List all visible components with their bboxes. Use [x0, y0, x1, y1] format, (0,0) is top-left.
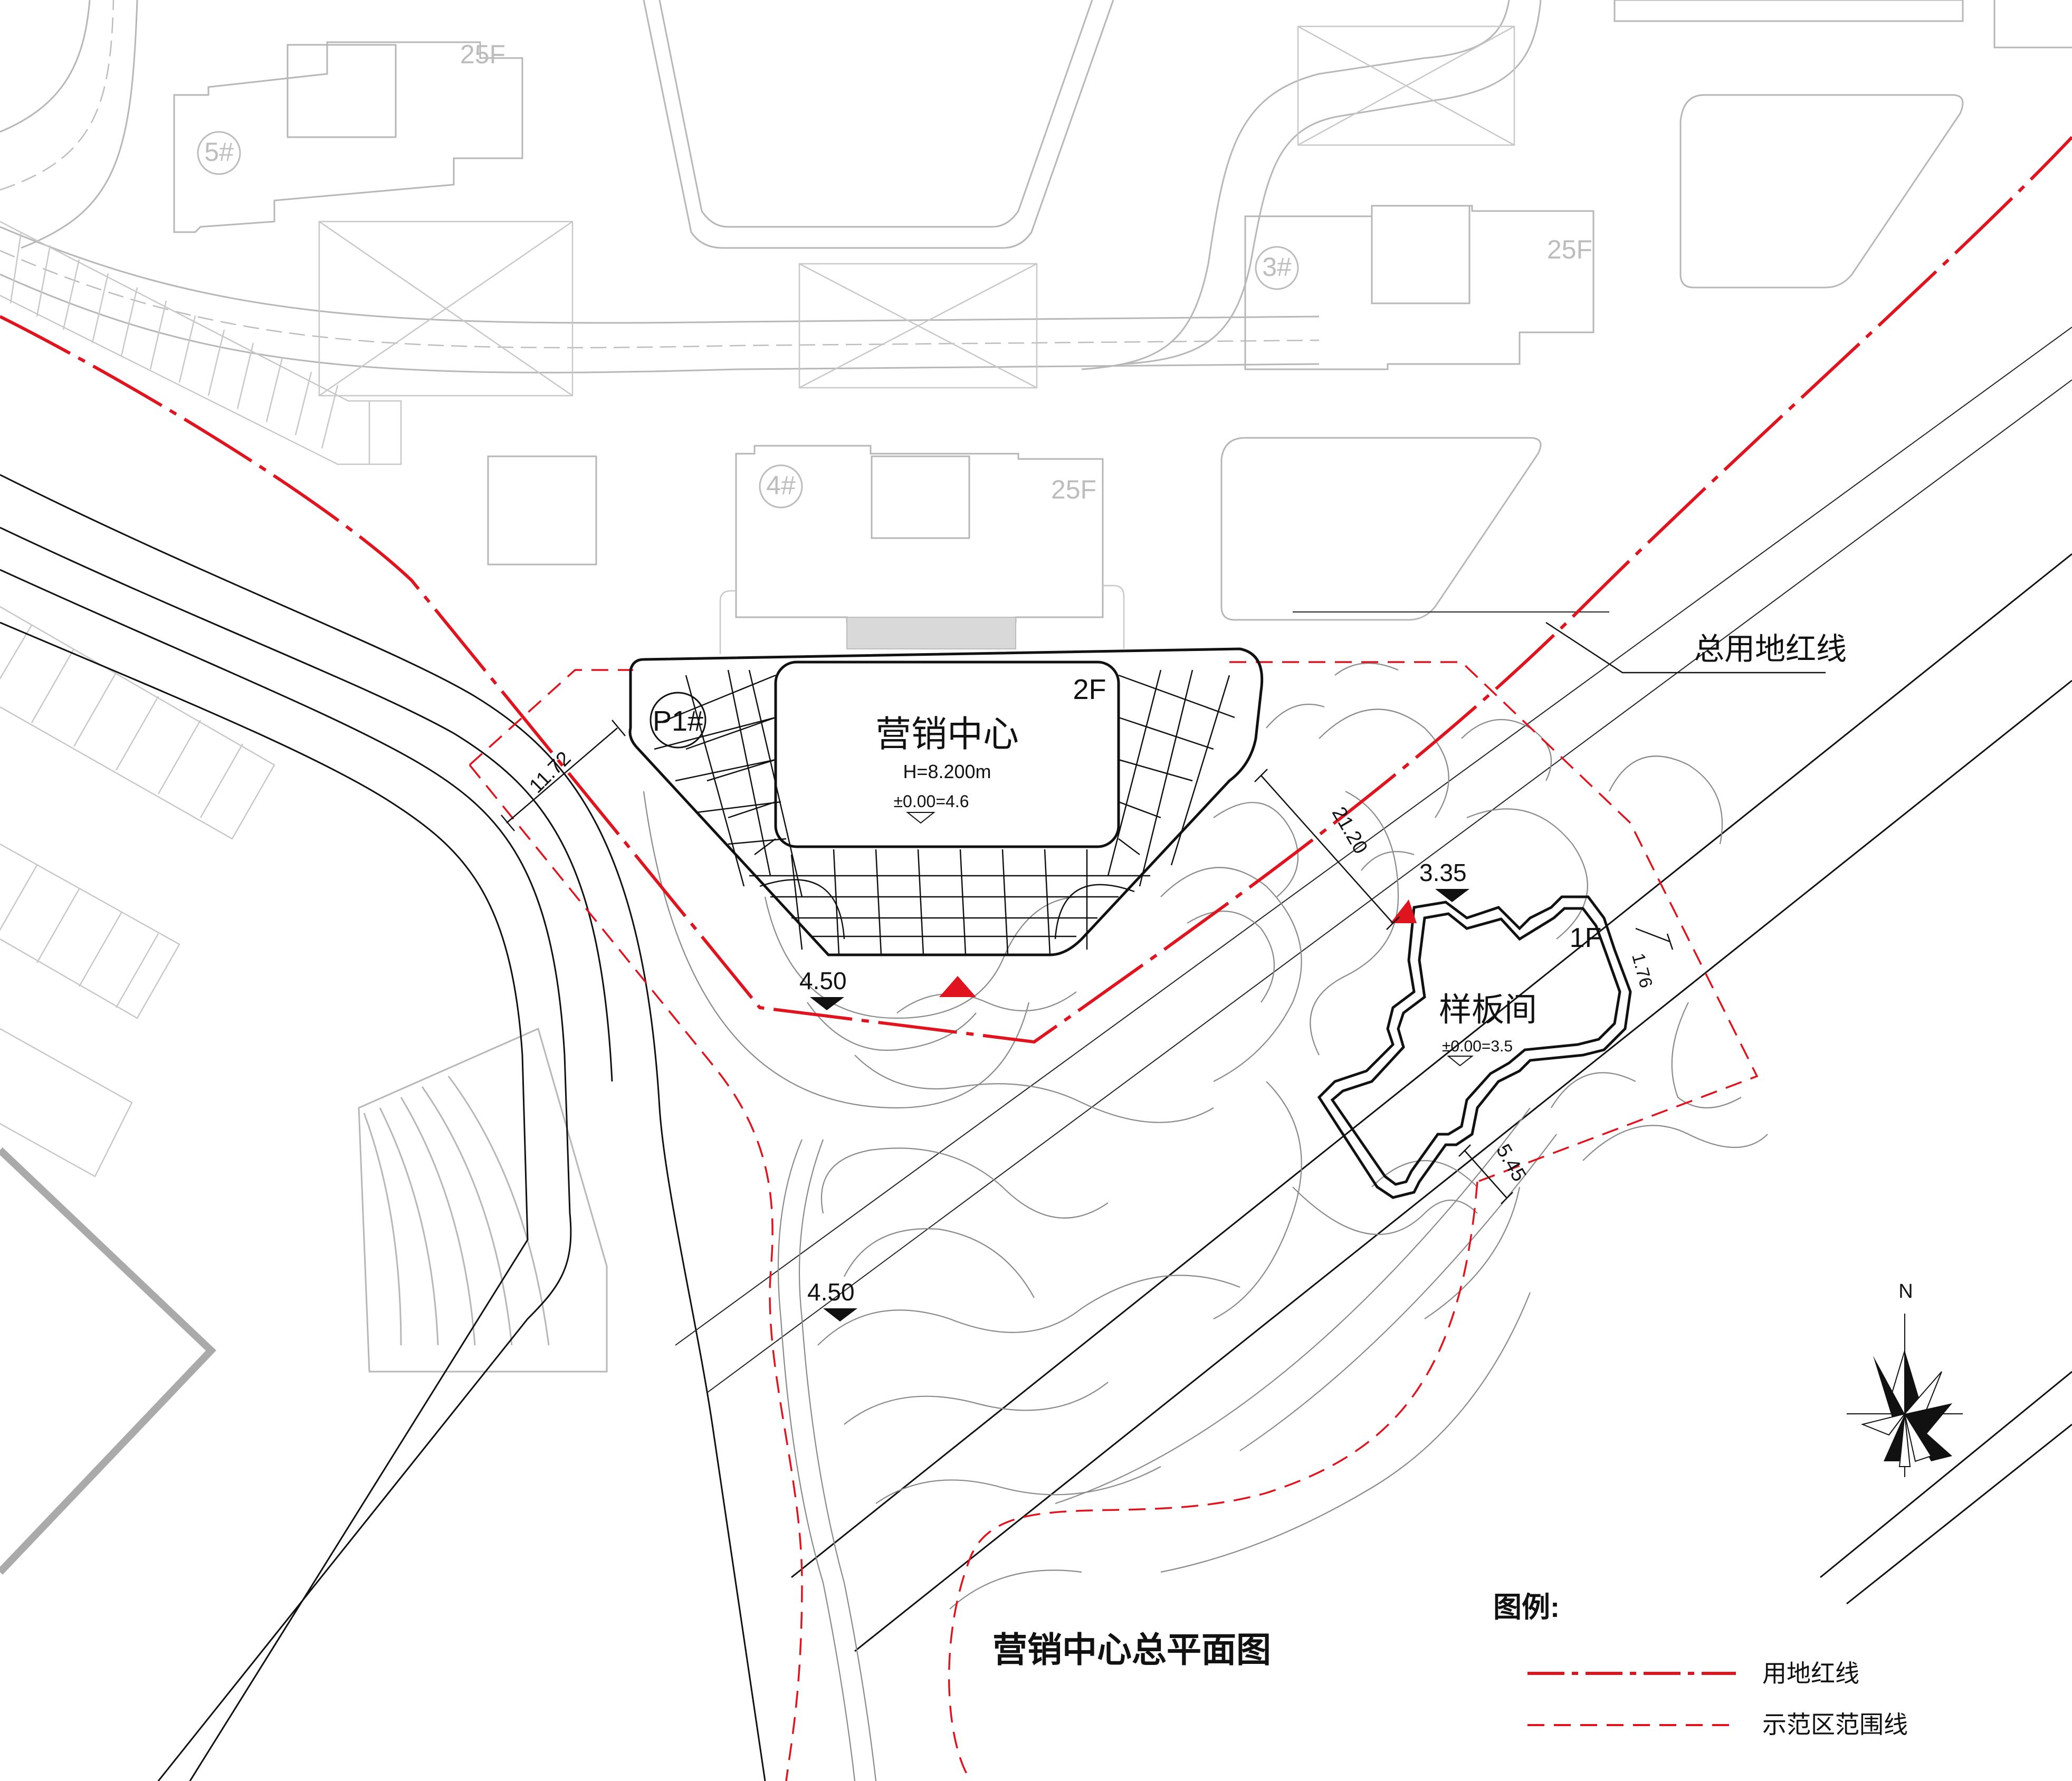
- elevation-label: 4.50: [799, 967, 847, 994]
- total-red-line: [0, 136, 2072, 1044]
- elevation-label: 4.50: [807, 1278, 855, 1306]
- roads-layer: [0, 327, 2072, 1781]
- entrance-paving: [846, 617, 1016, 649]
- model-room-floors: 1F: [1570, 923, 1602, 953]
- dim-11-72: 11.72: [525, 748, 575, 798]
- elevations-layer: 4.50 4.50 3.35: [799, 859, 1469, 1322]
- sales-center-tag: P1#: [653, 705, 703, 737]
- elevation-marker-icon: [906, 812, 935, 824]
- demo-area-top: [1229, 661, 1759, 1183]
- sales-center-name: 营销中心: [875, 714, 1019, 754]
- dim-1-76: 1.76: [1628, 951, 1656, 990]
- sales-center: P1# 2F 营销中心 H=8.200m ±0.00=4.6: [628, 647, 1264, 956]
- demo-area-left: [469, 669, 633, 766]
- model-room: 1F 样板间 ±0.00=3.5: [1317, 895, 1632, 1199]
- entrance-arrow-icon: [1390, 899, 1417, 923]
- legend-label-demo-line: 示范区范围线: [1762, 1711, 1908, 1738]
- sales-center-floors: 2F: [1073, 674, 1106, 705]
- dim-5-45: 5.45: [1492, 1141, 1530, 1185]
- legend-label-red-line: 用地红线: [1762, 1660, 1859, 1687]
- drawing-title: 营销中心总平面图: [992, 1630, 1271, 1669]
- legend: 图例: 用地红线 示范区范围线: [1493, 1592, 1908, 1738]
- sales-center-elevation: ±0.00=4.6: [893, 792, 969, 811]
- model-room-elevation: ±0.00=3.5: [1442, 1038, 1513, 1055]
- building-4-number: 4#: [766, 471, 796, 500]
- building-3-number: 3#: [1262, 252, 1292, 282]
- elevation-marker-icon: [823, 1308, 857, 1322]
- context-layer: 5# 25F 3# 25F 4# 25F: [0, 0, 2072, 1575]
- north-label: N: [1898, 1280, 1913, 1303]
- elevation-marker-icon: [1435, 889, 1469, 902]
- callout-total-red-line: 总用地红线: [1694, 632, 1847, 666]
- building-5-number: 5#: [204, 137, 234, 167]
- elevation-marker-icon: [810, 997, 844, 1010]
- landscape-layer: [643, 663, 1768, 1781]
- building-4-floors: 25F: [1051, 475, 1096, 504]
- model-room-name: 样板间: [1439, 992, 1537, 1028]
- elevation-marker-icon: [1447, 1056, 1474, 1067]
- entrance-arrow-icon: [939, 976, 976, 997]
- dim-21-20: 21.20: [1328, 803, 1372, 858]
- elevation-label: 3.35: [1419, 859, 1467, 886]
- north-arrow: N: [1847, 1280, 1963, 1477]
- building-3-floors: 25F: [1547, 235, 1592, 264]
- callout-leader: [1545, 621, 1826, 674]
- sales-center-height: H=8.200m: [903, 761, 991, 782]
- building-5-floors: 25F: [460, 40, 505, 69]
- legend-heading: 图例:: [1493, 1592, 1560, 1623]
- red-lines-layer: [0, 136, 2072, 1781]
